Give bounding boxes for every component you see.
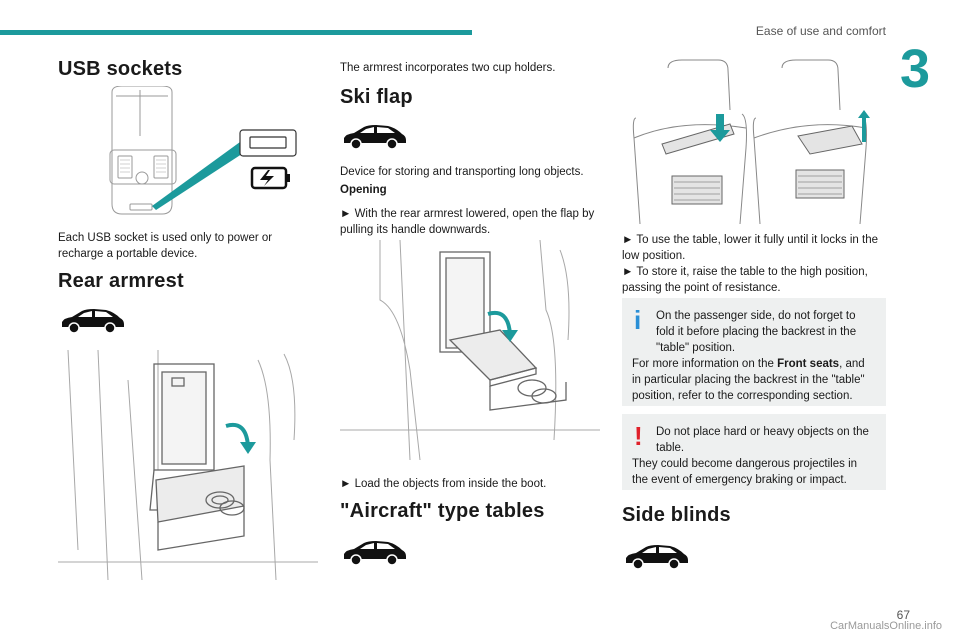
usb-sockets-heading: USB sockets [58,58,183,80]
lower-arrow-icon [710,114,730,142]
raise-arrow-icon [858,110,870,142]
warning-note-text: Do not place hard or heavy objects on th… [656,426,869,454]
suv-silhouette-icon [344,125,406,150]
chapter-number: 3 [900,39,931,99]
page-number: 67 [896,608,910,622]
info-note-text: On the passenger side, do not forget to … [656,310,857,354]
info-note-more: For more information on the Front seats,… [632,358,865,402]
ski-flap-description: Device for storing and transporting long… [340,166,584,178]
front-seats-ref: Front seats [777,358,840,370]
ski-flap-step-open: ► With the rear armrest lowered, open th… [340,208,595,236]
usb-description: Each USB socket is used only to power or… [58,232,273,260]
warning-note: ! Do not place hard or heavy objects on … [622,414,886,490]
ski-flap-heading: Ski flap [340,86,413,108]
curved-arrow-icon [487,311,512,335]
warning-icon: ! [634,421,643,451]
watermark: CarManualsOnline.info [830,620,942,632]
info-icon: i [634,305,642,335]
rear-armrest-heading: Rear armrest [58,270,184,292]
armrest-cupholder-text: The armrest incorporates two cup holders… [340,62,556,74]
curved-arrow-icon [225,423,250,447]
usb-socket-illustration [109,86,297,215]
top-accent-bar [0,30,472,35]
section-title: Ease of use and comfort [755,24,886,38]
suv-silhouette-icon [62,309,124,334]
side-blinds-heading: Side blinds [622,504,731,526]
aircraft-tables-heading: "Aircraft" type tables [340,500,545,522]
aircraft-table-illustration [632,59,870,224]
opening-subheading: Opening [340,184,387,196]
ski-flap-illustration [340,240,600,461]
ski-flap-step-load: ► Load the objects from inside the boot. [340,478,547,490]
info-note: i On the passenger side, do not forget t… [622,298,886,406]
suv-silhouette-icon [344,541,406,566]
table-step-store: ► To store it, raise the table to the hi… [622,266,868,294]
warning-note-detail: They could become dangerous projectiles … [632,458,858,486]
rear-armrest-illustration [58,350,318,581]
suv-silhouette-icon [626,545,688,570]
usb-port-icon [239,129,297,157]
table-step-use: ► To use the table, lower it fully until… [622,234,878,262]
